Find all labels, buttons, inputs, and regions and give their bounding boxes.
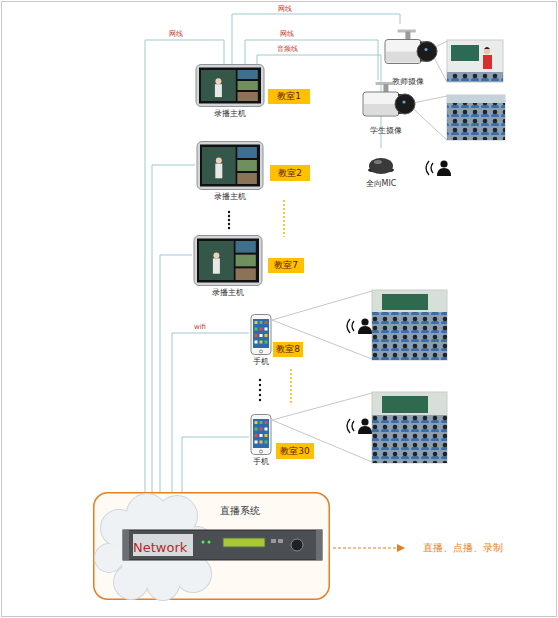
cable-line	[245, 40, 378, 80]
phone-icon	[249, 314, 273, 355]
cable-line	[257, 55, 381, 148]
camera-label: 学生摄像	[348, 125, 424, 137]
classroom-tag: 教室8	[273, 342, 303, 357]
live-system-box: Network 直播系统	[93, 492, 330, 600]
classroom-tag: 教室2	[270, 165, 310, 181]
classroom-label: 教室7	[268, 258, 304, 273]
classroom-tag: 教室30	[276, 443, 314, 459]
host-label: 录播主机	[183, 191, 277, 203]
camera-icon	[360, 80, 412, 124]
view-line	[272, 393, 372, 420]
classroom-photo	[372, 392, 447, 463]
speaker-icon	[426, 160, 451, 176]
camera-icon	[382, 24, 434, 75]
speaker-icon	[347, 318, 372, 334]
ellipsis-dash	[290, 369, 292, 405]
recording-host: 录播主机	[194, 64, 266, 120]
speaker-icon	[347, 418, 372, 434]
view-line	[272, 320, 372, 359]
host-label: 录播主机	[180, 287, 276, 299]
ellipsis-dash	[283, 200, 285, 237]
omni-mic: 全向MIC	[360, 148, 402, 190]
teacher-camera: 教师摄像	[382, 24, 434, 88]
classroom-label: 教室1	[268, 89, 310, 104]
phone: 手机	[249, 414, 273, 468]
view-line	[272, 420, 372, 462]
cable-label: wifi	[194, 323, 206, 331]
recording-host: 录播主机	[195, 141, 265, 203]
classroom-photo	[372, 290, 447, 360]
host-device	[195, 141, 265, 190]
host-device	[194, 64, 266, 107]
phone-label: 手机	[237, 356, 285, 368]
host-device	[192, 235, 264, 286]
mic-label: 全向MIC	[348, 178, 414, 190]
host-label: 录播主机	[182, 108, 278, 120]
output-arrowhead	[397, 544, 405, 552]
cable-label: 网线	[280, 30, 294, 38]
ellipsis-dots	[228, 211, 230, 229]
phone: 手机	[249, 314, 273, 368]
output-arrow	[333, 547, 397, 548]
network-label: Network	[133, 540, 187, 556]
students-photo	[447, 95, 505, 140]
cable-label: 网线	[278, 5, 292, 13]
classroom-label: 教室8	[273, 342, 303, 357]
system-title: 直播系统	[200, 505, 280, 517]
cable-line	[152, 165, 195, 492]
recording-host: 录播主机	[192, 235, 264, 299]
student-camera: 学生摄像	[360, 80, 412, 137]
mic-icon	[360, 148, 402, 177]
classroom-tag: 教室1	[268, 89, 310, 104]
cable-label: 音频线	[277, 45, 298, 53]
cable-line	[182, 437, 249, 492]
server-device	[93, 492, 330, 600]
cable-line	[160, 255, 192, 492]
cable-line	[172, 333, 249, 492]
classroom-label: 教室30	[276, 443, 314, 459]
teacher-photo	[447, 40, 503, 82]
phone-icon	[249, 414, 273, 455]
view-line	[272, 291, 372, 320]
classroom-tag: 教室7	[268, 258, 304, 273]
cable-label: 网线	[169, 30, 183, 38]
classroom-label: 教室2	[270, 165, 310, 181]
output-note: 直播、点播、录制	[423, 542, 503, 554]
ellipsis-dots	[259, 379, 261, 401]
